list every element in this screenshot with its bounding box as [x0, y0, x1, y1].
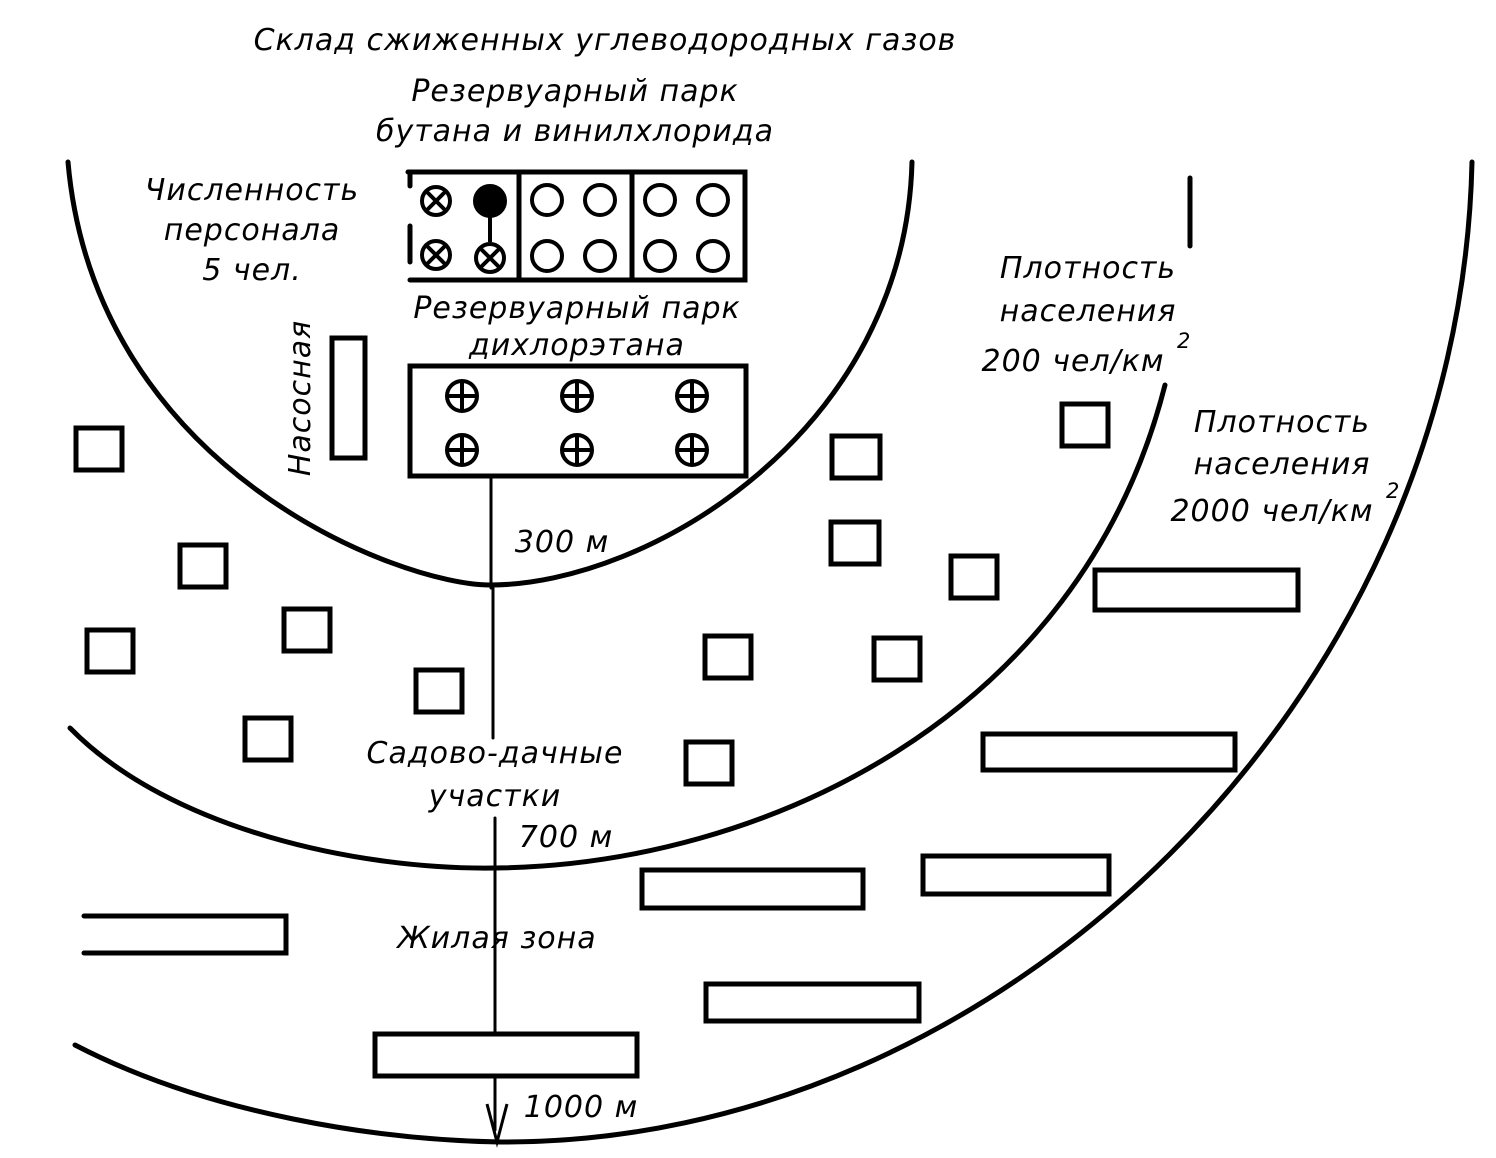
butane-tank-icon — [643, 183, 677, 217]
butane-tank-icon — [530, 183, 564, 217]
pump-station — [329, 335, 368, 461]
tank-park-butane-label-line2: бутана и винилхлорида — [376, 114, 774, 149]
building — [683, 739, 735, 787]
residential-building — [920, 853, 1112, 897]
building — [413, 667, 465, 715]
radius-300-label: 300 м — [515, 525, 609, 560]
residential-building — [703, 981, 922, 1024]
butane-tank-icon — [696, 239, 730, 273]
dichloroethane-tank-icon — [445, 433, 479, 467]
garden-plots-label-line1: Садово-дачные — [367, 736, 624, 771]
density-200-value: 200 чел/км — [981, 344, 1164, 379]
butane-tank-icon — [643, 239, 677, 273]
dichloroethane-tank-icon — [675, 379, 709, 413]
zone-boundary-700m — [67, 382, 1168, 871]
garden-plots-label-line2: участки — [428, 779, 561, 814]
building — [84, 627, 136, 675]
personnel-label-line1: Численность — [145, 173, 359, 208]
radius-arrow-icon — [485, 1103, 509, 1148]
butane-tank-icon — [696, 183, 730, 217]
tank-park-dichloroethane — [407, 363, 749, 479]
vinyl-chloride-tank-icon — [474, 242, 506, 274]
residential-zone-label: Жилая зона — [395, 921, 596, 956]
butane-tank-icon — [530, 239, 564, 273]
diagram-title: Склад сжиженных углеводородных газов — [254, 23, 957, 58]
building — [1059, 401, 1111, 449]
density-2000-label-line2: населения — [1194, 447, 1371, 482]
tank-park-butane-label-line1: Резервуарный парк — [411, 74, 738, 109]
building — [242, 715, 294, 763]
filled-tank-icon — [473, 184, 507, 242]
dichloroethane-tank-icon — [560, 433, 594, 467]
density-2000-label-line1: Плотность — [1194, 405, 1370, 440]
dichloroethane-tank-icon — [445, 379, 479, 413]
residential-building — [1092, 567, 1301, 613]
density-200-label-line1: Плотность — [1000, 251, 1176, 286]
personnel-label-line2: персонала — [164, 213, 341, 248]
building — [828, 519, 882, 567]
building — [177, 542, 229, 590]
density-2000-unit-exponent: 2 — [1386, 479, 1399, 503]
residential-building — [639, 867, 866, 911]
butane-tank-icon — [583, 239, 617, 273]
density-200-unit-exponent: 2 — [1177, 329, 1190, 353]
density-2000-value: 2000 чел/км — [1170, 494, 1373, 529]
radius-1000-label: 1000 м — [524, 1090, 639, 1125]
building — [948, 553, 1000, 601]
residential-building — [81, 913, 289, 956]
building — [829, 433, 883, 481]
pump-station-label: Насосная — [283, 320, 318, 476]
building — [871, 635, 923, 683]
tank-park-dichloroethane-label-line2: дихлорэтана — [468, 328, 685, 363]
vinyl-chloride-tank-icon — [420, 185, 452, 217]
zone-boundary-1000m — [72, 159, 1475, 1145]
residential-building — [980, 731, 1238, 773]
tank-park-dichloroethane-label-line1: Резервуарный парк — [413, 291, 740, 326]
tank-park-butane-vinyl-chloride — [405, 169, 748, 283]
radius-700-label: 700 м — [519, 820, 613, 855]
building — [702, 633, 754, 681]
butane-tank-icon — [583, 183, 617, 217]
dichloroethane-tank-icon — [560, 379, 594, 413]
dichloroethane-tank-icon — [675, 433, 709, 467]
building — [281, 606, 333, 654]
personnel-count: 5 чел. — [202, 253, 302, 288]
vinyl-chloride-tank-icon — [420, 239, 452, 271]
density-200-label-line2: населения — [1000, 294, 1177, 329]
building — [73, 425, 125, 473]
residential-building — [372, 1031, 640, 1079]
tank-park-outline — [405, 169, 748, 283]
